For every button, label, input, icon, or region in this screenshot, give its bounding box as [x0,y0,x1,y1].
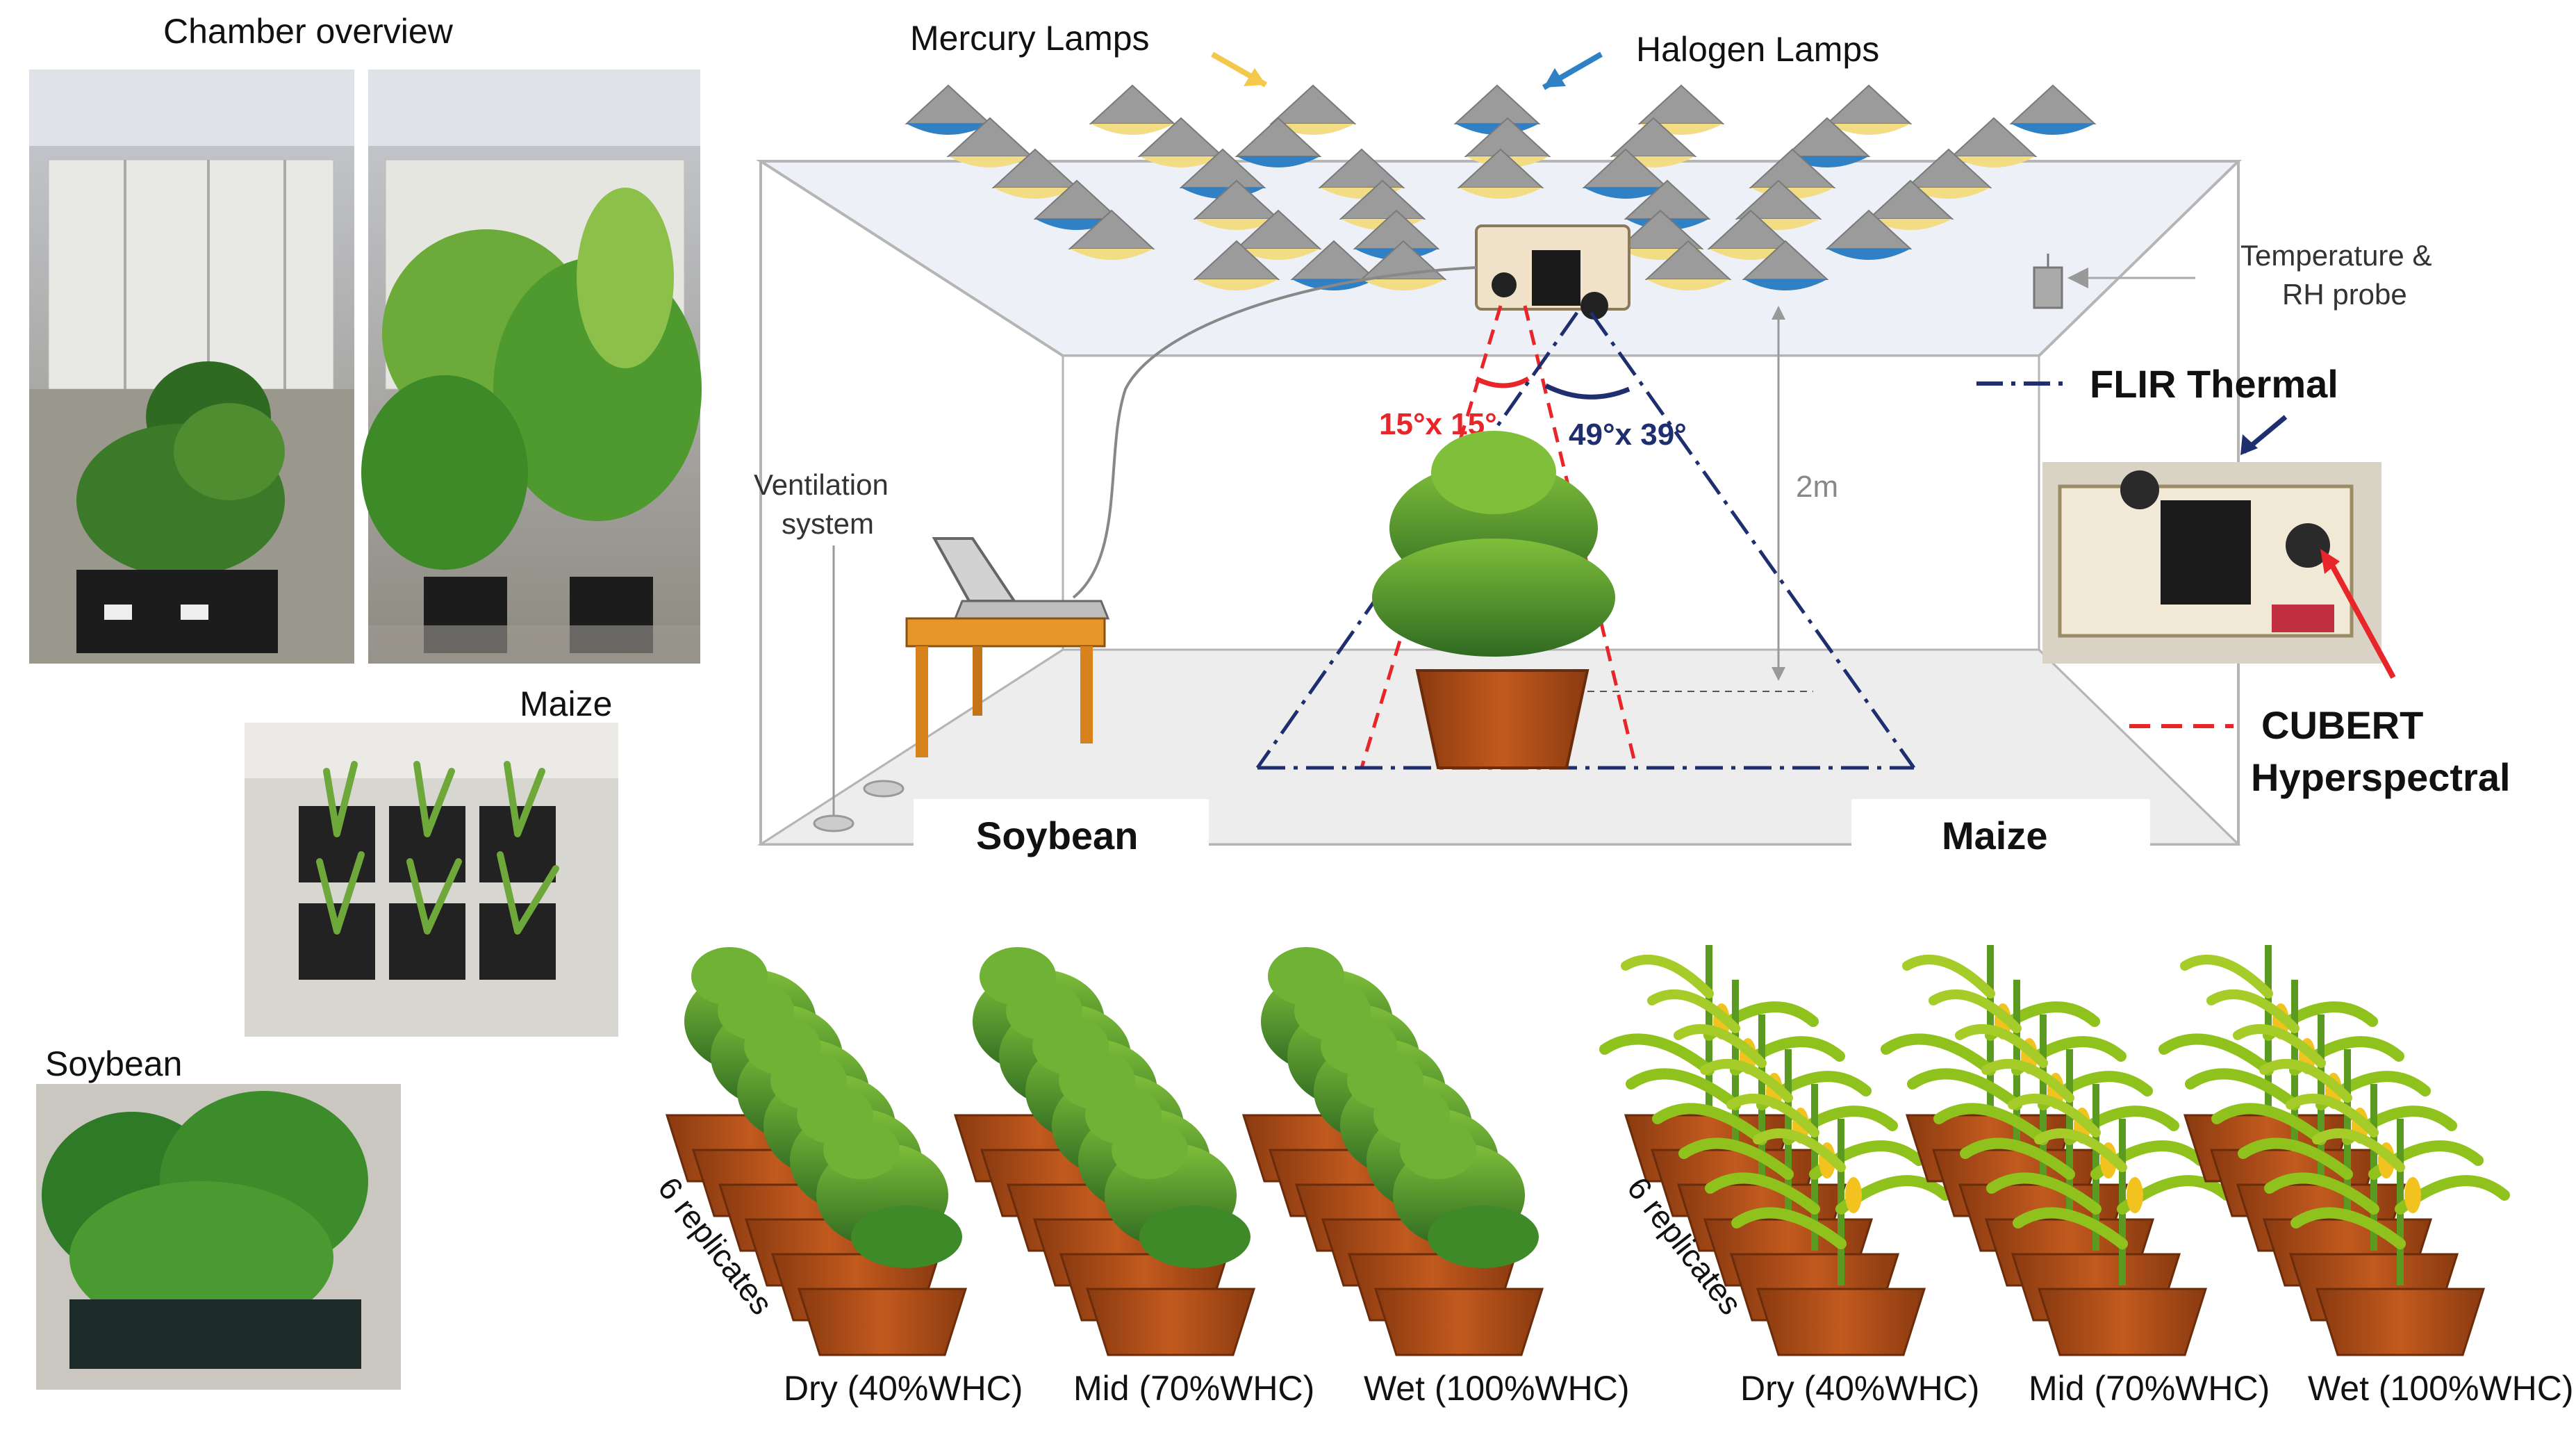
pot [797,1288,968,1356]
height-label: 2m [1796,470,1838,504]
lamp [1137,117,1225,167]
halogen-arrowhead [1544,68,1566,88]
lamp [1033,179,1121,230]
lamp [1193,179,1280,230]
maize-wet-label: Wet (100%WHC) [2308,1369,2573,1408]
lamp [1825,84,1913,135]
sensor-box [1475,224,1630,320]
maize-plant [2290,1119,2510,1285]
maize-replicate-group [1881,945,2232,1356]
lamp [905,84,992,135]
maize-mid-label: Mid (70%WHC) [2029,1369,2270,1408]
lamp [1582,148,1669,199]
lamp-array [905,84,2097,290]
cubert-pointer-head [2320,549,2340,574]
soybean-dry-label: Dry (40%WHC) [784,1369,1023,1408]
height-indicator [1587,306,1813,692]
chamber-photo-left [29,69,354,664]
maize-photo-label: Maize [520,684,612,723]
halogen-lamps-label: Halogen Lamps [1636,30,1879,69]
lamp [946,117,1034,167]
maize-plant [1705,1084,1924,1251]
soybean-mid-label: Mid (70%WHC) [1073,1369,1314,1408]
lamp [991,148,1079,199]
lamp [1089,84,1176,135]
maize-plant [2013,1119,2232,1285]
sensor-photo [2042,462,2381,664]
cubert-legend-label-1: CUBERT [2261,703,2423,747]
lamp [1457,148,1544,199]
ventilation-label-1: Ventilation [754,468,889,501]
temperature-probe-label-2: RH probe [2282,278,2407,311]
soybean-zone-plate [914,799,1209,855]
pot [2037,1288,2208,1356]
maize-zone-plate [1851,799,2150,855]
chamber-overview-label: Chamber overview [163,12,454,51]
flir-pointer-head [2240,434,2258,455]
lamp [1742,240,1829,290]
cubert-legend-label-2: Hyperspectral [2251,755,2511,799]
lamp [1644,240,1732,290]
mercury-arrowhead [1244,68,1266,86]
maize-zone-label: Maize [1942,814,2048,857]
maize-dry-label: Dry (40%WHC) [1740,1369,1979,1408]
soybean-plant [816,1121,962,1268]
soybean-plant [1393,1121,1539,1268]
temperature-probe-label-1: Temperature & [2240,239,2431,272]
lamp [1193,240,1280,290]
maize-photo [245,723,618,1037]
lamp [1235,209,1322,260]
central-soybean-plant [1372,431,1615,769]
pot [1756,1288,1926,1356]
flir-legend-label: FLIR Thermal [2090,362,2338,406]
lamp [1068,209,1155,260]
soybean-replicate-group [953,947,1256,1356]
soybean-plant [1105,1121,1250,1268]
temperature-probe [2033,254,2195,309]
lamp [1235,117,1322,167]
thermal-fov-label: 49°x 39° [1569,418,1687,452]
ventilation-label-2: system [782,507,874,540]
mercury-lamps-label: Mercury Lamps [910,19,1150,58]
maize-plant [1731,1119,1951,1285]
pot [2315,1288,2486,1356]
lamp [1360,240,1447,290]
lamp [1825,209,1913,260]
soybean-zone-label: Soybean [976,814,1138,857]
laptop-on-table [905,266,1477,757]
soybean-wet-label: Wet (100%WHC) [1364,1369,1629,1408]
pot [1373,1288,1544,1356]
chamber-photo-right [361,69,702,664]
replicate-groups [665,945,2510,1356]
maize-replicate-group [1599,945,1951,1356]
soybean-photo [36,1084,401,1390]
soybean-photo-label: Soybean [45,1044,182,1083]
lamp [1950,117,2038,167]
lamp [1867,179,1954,230]
ventilation-vents [813,545,905,832]
soybean-replicate-group [665,947,968,1356]
cubert-pointer [2328,561,2396,679]
lamp [2009,84,2097,135]
soybean-replicate-group [1241,947,1544,1356]
maize-replicate-group [2158,945,2510,1356]
pot [1085,1288,1256,1356]
thermal-fov [1255,311,1916,770]
